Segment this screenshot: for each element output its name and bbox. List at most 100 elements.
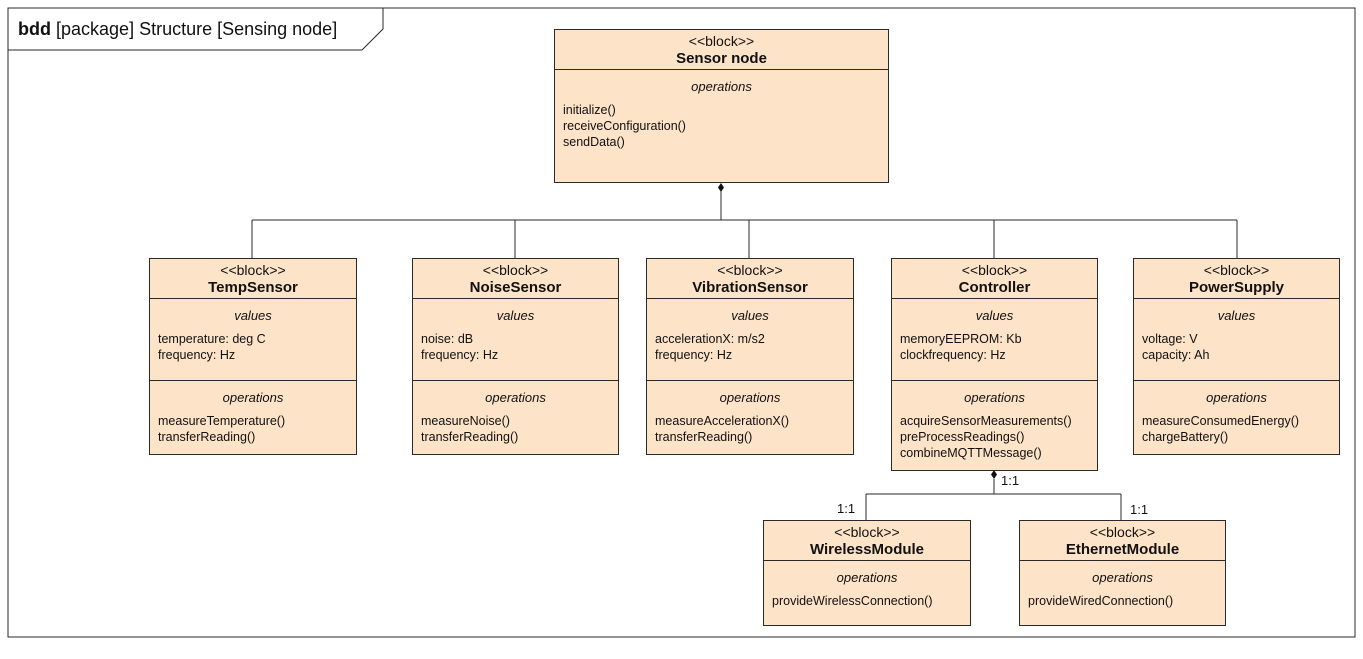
block-name: PowerSupply [1188, 279, 1285, 296]
block-header: <<block>> TempSensor [150, 259, 356, 299]
compartment-title: operations [836, 570, 898, 585]
operations-list: measureNoise() transferReading() [413, 413, 618, 445]
operation-item: preProcessReadings() [900, 430, 1025, 444]
block-header: <<block>> VibrationSensor [647, 259, 853, 299]
value-item: frequency: Hz [655, 348, 733, 362]
value-item: capacity: Ah [1142, 348, 1210, 362]
operations-list: initialize() receiveConfiguration() send… [555, 102, 888, 150]
block-stereotype: <<block>> [834, 524, 900, 540]
operation-item: sendData() [563, 135, 625, 149]
frame-header: bdd [package] Structure [Sensing node] [10, 8, 337, 50]
block-name: NoiseSensor [469, 279, 562, 296]
block-name: WirelessModule [809, 541, 925, 558]
block-stereotype: <<block>> [482, 262, 549, 278]
operations-compartment: operations provideWirelessConnection() [764, 565, 970, 609]
block-name: VibrationSensor [692, 279, 808, 296]
values-list: temperature: deg C frequency: Hz [150, 331, 356, 363]
operations-list: measureTemperature() transferReading() [150, 413, 356, 445]
operation-item: provideWiredConnection() [1028, 594, 1174, 608]
operation-item: provideWirelessConnection() [772, 594, 933, 608]
operations-compartment: operations acquireSensorMeasurements() p… [892, 385, 1097, 461]
block-header: <<block>> Controller [892, 259, 1097, 299]
block-vibrationsensor[interactable]: <<block>> VibrationSensor values acceler… [646, 258, 854, 455]
compartment-title: operations [964, 390, 1025, 405]
value-item: memoryEEPROM: Kb [900, 332, 1022, 346]
block-powersupply[interactable]: <<block>> PowerSupply values voltage: V … [1133, 258, 1340, 455]
composition-diamond [718, 183, 724, 192]
value-item: temperature: deg C [158, 332, 266, 346]
compartment-title: values [975, 308, 1014, 323]
multiplicity-controller: 1:1 [1001, 473, 1020, 488]
block-tempsensor[interactable]: <<block>> TempSensor values temperature:… [149, 258, 357, 455]
operations-compartment: operations measureTemperature() transfer… [150, 385, 356, 445]
block-header: <<block>> EthernetModule [1020, 521, 1225, 561]
values-compartment: values voltage: V capacity: Ah [1134, 303, 1339, 381]
value-item: frequency: Hz [158, 348, 236, 362]
compartment-title: operations [1206, 390, 1267, 405]
operation-item: acquireSensorMeasurements() [900, 414, 1072, 428]
values-compartment: values accelerationX: m/s2 frequency: Hz [647, 303, 853, 381]
frame-keyword: bdd [18, 19, 51, 39]
block-ethernetmodule[interactable]: <<block>> EthernetModule operations prov… [1019, 520, 1226, 626]
block-stereotype: <<block>> [1089, 524, 1156, 540]
block-header: <<block>> Sensor node [555, 30, 888, 70]
values-list: memoryEEPROM: Kb clockfrequency: Hz [892, 331, 1097, 363]
values-compartment: values noise: dB frequency: Hz [413, 303, 618, 381]
block-header: <<block>> NoiseSensor [413, 259, 618, 299]
operations-compartment: operations provideWiredConnection() [1020, 565, 1225, 609]
operations-compartment: operations initialize() receiveConfigura… [555, 74, 888, 150]
block-noisesensor[interactable]: <<block>> NoiseSensor values noise: dB f… [412, 258, 619, 455]
block-stereotype: <<block>> [717, 262, 783, 278]
frame-border [7, 7, 1356, 638]
operation-item: measureTemperature() [158, 414, 286, 428]
controller-composition-diamond [991, 470, 997, 479]
operation-item: chargeBattery() [1142, 430, 1229, 444]
operations-compartment: operations measureNoise() transferReadin… [413, 385, 618, 445]
block-stereotype: <<block>> [688, 33, 755, 49]
compartment-title: values [731, 308, 769, 323]
value-item: noise: dB [421, 332, 474, 346]
block-name: Sensor node [676, 50, 767, 67]
compartment-title: operations [719, 390, 781, 405]
operation-item: transferReading() [421, 430, 519, 444]
compartment-title: values [234, 308, 272, 323]
block-header: <<block>> PowerSupply [1134, 259, 1339, 299]
frame-tab-border [8, 8, 384, 51]
operation-item: combineMQTTMessage() [900, 446, 1042, 460]
operations-list: provideWirelessConnection() [764, 593, 970, 609]
operation-item: measureNoise() [421, 414, 510, 428]
operation-item: measureConsumedEnergy() [1142, 414, 1300, 428]
block-controller[interactable]: <<block>> Controller values memoryEEPROM… [891, 258, 1098, 471]
multiplicity-ethernet: 1:1 [1130, 502, 1149, 517]
operation-item: measureAccelerationX() [655, 414, 790, 428]
values-compartment: values memoryEEPROM: Kb clockfrequency: … [892, 303, 1097, 381]
frame-title: [package] Structure [Sensing node] [56, 19, 338, 39]
block-stereotype: <<block>> [220, 262, 286, 278]
value-item: frequency: Hz [421, 348, 499, 362]
compartment-title: operations [485, 390, 546, 405]
value-item: clockfrequency: Hz [900, 348, 1006, 362]
operations-compartment: operations measureConsumedEnergy() charg… [1134, 385, 1339, 445]
compartment-title: operations [691, 79, 752, 94]
compartment-title: values [496, 308, 535, 323]
block-stereotype: <<block>> [1203, 262, 1270, 278]
operations-list: acquireSensorMeasurements() preProcessRe… [892, 413, 1097, 461]
block-name: TempSensor [208, 279, 298, 296]
block-header: <<block>> WirelessModule [764, 521, 970, 561]
value-item: accelerationX: m/s2 [655, 332, 765, 346]
block-sensor-node[interactable]: <<block>> Sensor node operations initial… [554, 29, 889, 183]
block-wirelessmodule[interactable]: <<block>> WirelessModule operations prov… [763, 520, 971, 626]
compartment-title: values [1217, 308, 1256, 323]
values-list: voltage: V capacity: Ah [1134, 331, 1339, 363]
block-name: EthernetModule [1065, 541, 1180, 558]
compartment-title: operations [222, 390, 284, 405]
operations-list: provideWiredConnection() [1020, 593, 1225, 609]
block-stereotype: <<block>> [961, 262, 1028, 278]
operations-list: measureAccelerationX() transferReading() [647, 413, 853, 445]
operation-item: receiveConfiguration() [563, 119, 686, 133]
values-list: accelerationX: m/s2 frequency: Hz [647, 331, 853, 363]
operations-compartment: operations measureAccelerationX() transf… [647, 385, 853, 445]
values-compartment: values temperature: deg C frequency: Hz [150, 303, 356, 381]
